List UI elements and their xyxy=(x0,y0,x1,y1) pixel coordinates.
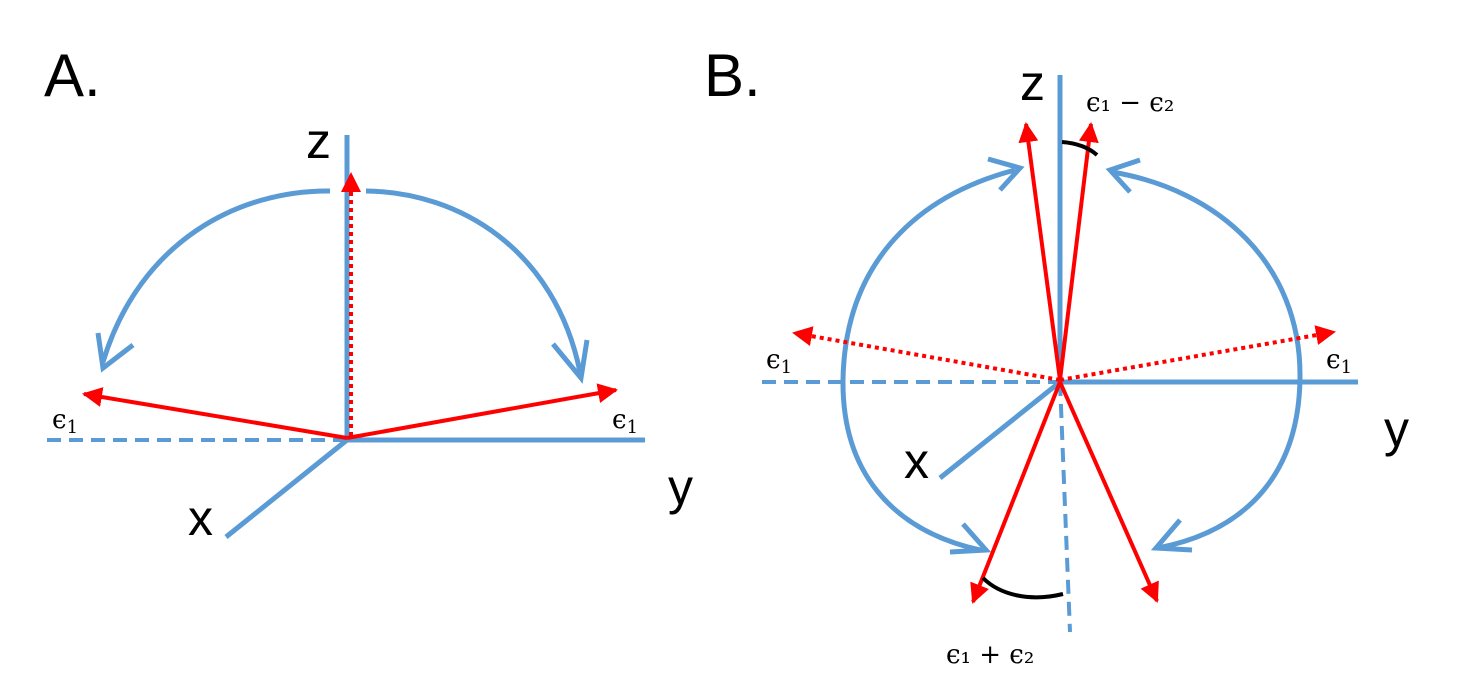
panel-b-left-dotted-vector xyxy=(792,326,1061,382)
panel-a: A. z y x ϵ1 ϵ1 xyxy=(44,42,693,546)
panel-b-right-rotation-arc xyxy=(1111,169,1303,551)
panel-b-top-angle-label: ϵ₁ − ϵ₂ xyxy=(1086,88,1174,118)
panel-b-negative-z-axis xyxy=(1058,381,1072,633)
panel-b-top-left-vector xyxy=(1018,122,1062,381)
panel-b-right-dotted-vector xyxy=(1059,325,1336,382)
panel-a-right-rotation-arc xyxy=(365,188,583,373)
panel-b-x-label: x xyxy=(904,433,929,489)
panel-a-z-label: z xyxy=(306,113,331,169)
panel-b-top-right-vector xyxy=(1058,122,1099,381)
panel-b-bottom-angle-arc xyxy=(981,576,1064,600)
panel-b-label: B. xyxy=(704,42,761,109)
panel-a-right-vector xyxy=(346,383,618,440)
panel-a-left-rotation-arc xyxy=(100,188,331,363)
panel-a-x-label: x xyxy=(188,490,213,546)
panel-b: B. z y x ϵ1 ϵ1 ϵ₁ − ϵ₂ ϵ₁ + ϵ₂ xyxy=(704,42,1409,670)
panel-a-right-rotation-arrowhead xyxy=(551,339,590,384)
panel-b-right-bottom-arrowhead xyxy=(1150,518,1193,553)
panel-b-right-vector-label: ϵ1 xyxy=(1326,345,1352,378)
panel-b-bottom-angle-label: ϵ₁ + ϵ₂ xyxy=(946,640,1034,670)
panel-b-z-label: z xyxy=(1020,55,1045,111)
panel-b-left-bottom-arrowhead xyxy=(949,522,992,555)
panel-b-bottom-right-vector xyxy=(1058,381,1159,603)
panel-a-right-vector-label: ϵ1 xyxy=(612,405,638,438)
panel-a-label: A. xyxy=(44,42,101,109)
panel-a-x-axis xyxy=(224,438,349,539)
panel-b-y-label: y xyxy=(1384,401,1409,457)
panel-b-left-vector-label: ϵ1 xyxy=(766,345,792,378)
panel-b-bottom-left-vector xyxy=(970,381,1062,604)
panel-b-top-angle-arc xyxy=(1061,140,1099,157)
panel-a-left-rotation-arrowhead xyxy=(95,332,135,373)
panel-a-y-label: y xyxy=(668,459,693,515)
panel-b-x-axis xyxy=(938,380,1062,480)
panel-b-right-top-arrowhead xyxy=(1105,157,1141,194)
panel-b-left-rotation-arc xyxy=(840,167,1016,553)
panel-a-left-vector-label: ϵ1 xyxy=(52,405,78,438)
panel-a-left-vector xyxy=(82,387,348,440)
panel-b-left-top-arrowhead xyxy=(987,156,1025,192)
